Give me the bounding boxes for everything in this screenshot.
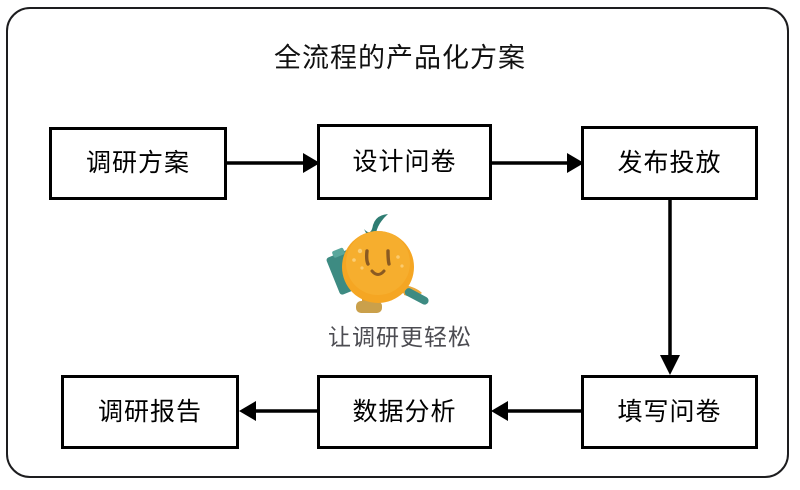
- orange-mascot-icon: [326, 214, 429, 313]
- mascot-block: 让调研更轻松: [300, 213, 500, 358]
- flow-node-analyze[interactable]: 数据分析: [317, 375, 492, 449]
- flow-node-publish[interactable]: 发布投放: [581, 126, 758, 200]
- flow-node-design[interactable]: 设计问卷: [317, 124, 492, 200]
- page-title: 全流程的产品化方案: [274, 43, 526, 73]
- flow-node-fill[interactable]: 填写问卷: [581, 375, 758, 449]
- outer-frame: [6, 7, 789, 478]
- flow-node-report[interactable]: 调研报告: [61, 375, 239, 449]
- flow-node-plan[interactable]: 调研方案: [49, 127, 227, 200]
- mascot-tagline: 让调研更轻松: [328, 324, 472, 350]
